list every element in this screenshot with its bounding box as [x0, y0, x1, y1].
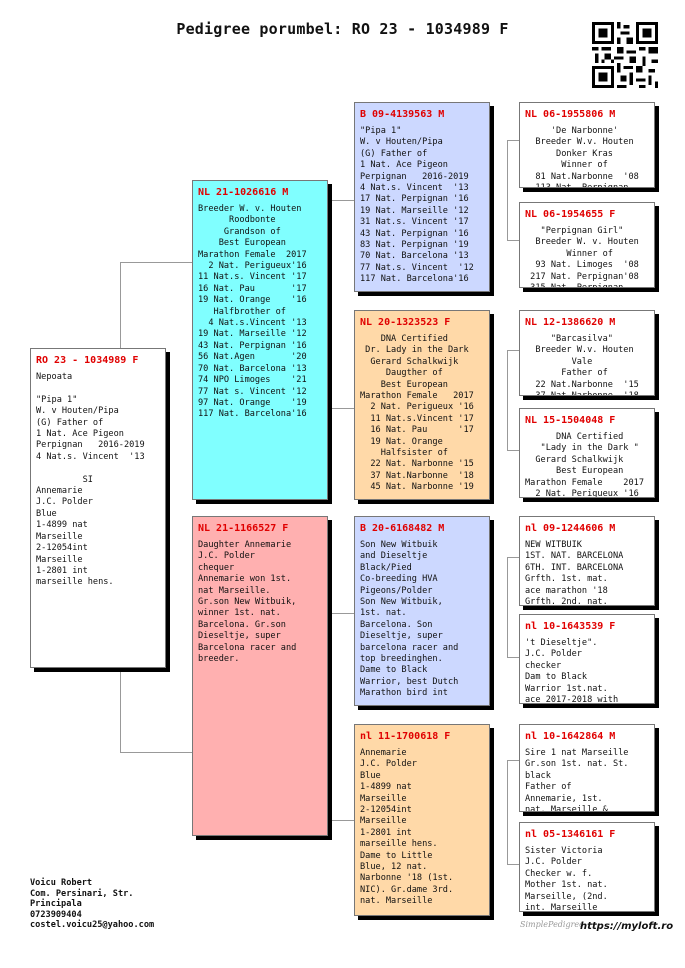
- pedigree-notes: NEW WITBUIK 1ST. NAT. BARCELONA 6TH. INT…: [525, 540, 624, 606]
- connector-line: [120, 667, 121, 753]
- connector-line: [328, 200, 354, 201]
- pedigree-notes: 'De Narbonne' Breeder W.v. Houten Donker…: [535, 126, 639, 187]
- pedigree-notes: Daughter Annemarie J.C. Polder chequer A…: [198, 540, 297, 665]
- connector-line: [328, 613, 329, 821]
- pedigree-notes: Nepoata "Pipa 1" W. v Houten/Pipa (G) Fa…: [36, 372, 145, 588]
- sire-dam-sire-card[interactable]: NL 12-1386620 M "Barcasilva" Breeder W.v…: [519, 310, 655, 396]
- connector-line: [507, 760, 519, 761]
- pedigree-notes: Son New Witbuik and Dieseltje Black/Pied…: [360, 540, 459, 699]
- ring-number: NL 12-1386620 M: [525, 317, 616, 328]
- connector-line: [328, 613, 354, 614]
- ring-number: B 20-6168482 M: [360, 523, 445, 534]
- dam-dam-sire-card[interactable]: nl 10-1642864 M Sire 1 nat Marseille Gr.…: [519, 724, 655, 812]
- ring-number: RO 23 - 1034989 F: [36, 355, 139, 366]
- connector-line: [507, 140, 508, 240]
- connector-line: [507, 557, 519, 558]
- sire-sire-card[interactable]: B 09-4139563 M "Pipa 1" W. v Houten/Pipa…: [354, 102, 490, 292]
- pedigree-notes: Breeder W. v. Houten Roodbonte Grandson …: [198, 204, 307, 420]
- sire-dam-card[interactable]: NL 20-1323523 F DNA Certified Dr. Lady i…: [354, 310, 490, 500]
- connector-line: [120, 262, 121, 352]
- connector-line: [120, 752, 192, 753]
- connector-line: [507, 864, 519, 865]
- ring-number: NL 21-1166527 F: [198, 523, 289, 534]
- ring-number: nl 09-1244606 M: [525, 523, 616, 534]
- dam-sire-dam-card[interactable]: nl 10-1643539 F 't Dieseltje". J.C. Pold…: [519, 614, 655, 704]
- connector-line: [507, 557, 508, 657]
- connector-line: [328, 820, 354, 821]
- sire-sire-sire-card[interactable]: NL 06-1955806 M 'De Narbonne' Breeder W.…: [519, 102, 655, 188]
- signature-mark: SimplePedigree: [520, 920, 584, 929]
- owner-contact: Voicu Robert Com. Persinari, Str. Princi…: [30, 878, 155, 930]
- ring-number: NL 06-1955806 M: [525, 109, 616, 120]
- connector-line: [507, 657, 519, 658]
- connector-line: [507, 760, 508, 864]
- qr-code-icon: [592, 22, 658, 88]
- dam-dam-card[interactable]: nl 11-1700618 F Annemarie J.C. Polder Bl…: [354, 724, 490, 916]
- ring-number: nl 10-1642864 M: [525, 731, 616, 742]
- ring-number: NL 06-1954655 F: [525, 209, 616, 220]
- sire-card[interactable]: NL 21-1026616 M Breeder W. v. Houten Roo…: [192, 180, 328, 500]
- ring-number: NL 15-1504048 F: [525, 415, 616, 426]
- subject-card[interactable]: RO 23 - 1034989 F Nepoata "Pipa 1" W. v …: [30, 348, 166, 668]
- page-title: Pedigree porumbel: RO 23 - 1034989 F: [176, 20, 509, 38]
- ring-number: B 09-4139563 M: [360, 109, 445, 120]
- pedigree-notes: DNA Certified Dr. Lady in the Dark Gerar…: [360, 334, 474, 493]
- connector-line: [120, 262, 192, 263]
- ring-number: nl 11-1700618 F: [360, 731, 451, 742]
- ring-number: NL 20-1323523 F: [360, 317, 451, 328]
- website-link[interactable]: https://myloft.ro: [580, 921, 674, 932]
- pedigree-notes: "Perpignan Girl" Breeder W. v. Houten Wi…: [530, 226, 639, 287]
- sire-sire-dam-card[interactable]: NL 06-1954655 F "Perpignan Girl" Breeder…: [519, 202, 655, 288]
- connector-line: [328, 200, 329, 408]
- dam-dam-dam-card[interactable]: nl 05-1346161 F Sister Victoria J.C. Pol…: [519, 822, 655, 912]
- dam-sire-card[interactable]: B 20-6168482 M Son New Witbuik and Diese…: [354, 516, 490, 706]
- connector-line: [328, 408, 354, 409]
- pedigree-notes: "Barcasilva" Breeder W.v. Houten Vale Fa…: [535, 334, 639, 395]
- pedigree-notes: "Pipa 1" W. v Houten/Pipa (G) Father of …: [360, 126, 474, 285]
- pedigree-notes: Sister Victoria J.C. Polder Checker w. f…: [525, 846, 608, 912]
- connector-line: [507, 240, 519, 241]
- pedigree-notes: DNA Certified "Lady in the Dark " Gerard…: [525, 432, 644, 498]
- sire-dam-dam-card[interactable]: NL 15-1504048 F DNA Certified "Lady in t…: [519, 408, 655, 498]
- ring-number: nl 05-1346161 F: [525, 829, 616, 840]
- connector-line: [507, 350, 519, 351]
- dam-card[interactable]: NL 21-1166527 F Daughter Annemarie J.C. …: [192, 516, 328, 836]
- ring-number: nl 10-1643539 F: [525, 621, 616, 632]
- connector-line: [507, 140, 519, 141]
- connector-line: [507, 450, 519, 451]
- ring-number: NL 21-1026616 M: [198, 187, 289, 198]
- pedigree-notes: 't Dieseltje". J.C. Polder checker Dam t…: [525, 638, 619, 704]
- connector-line: [507, 350, 508, 450]
- pedigree-notes: Sire 1 nat Marseille Gr.son 1st. nat. St…: [525, 748, 629, 812]
- dam-sire-sire-card[interactable]: nl 09-1244606 M NEW WITBUIK 1ST. NAT. BA…: [519, 516, 655, 606]
- pedigree-notes: Annemarie J.C. Polder Blue 1-4899 nat Ma…: [360, 748, 454, 907]
